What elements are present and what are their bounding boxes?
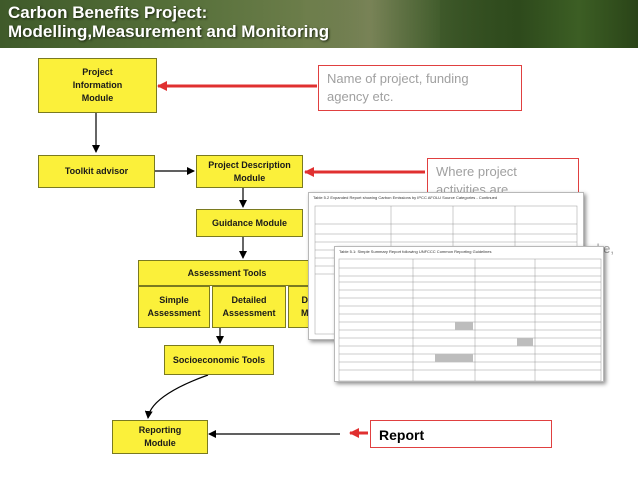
banner-title-line1: Carbon Benefits Project: xyxy=(8,3,208,22)
detailed-assessment-box[interactable]: Detailed Assessment xyxy=(212,286,286,328)
banner-title: Carbon Benefits Project: Modelling,Measu… xyxy=(8,3,329,41)
guidance-module-box[interactable]: Guidance Module xyxy=(196,209,303,237)
callout-report-text: Report xyxy=(379,427,425,443)
detailed-assessment-label: Detailed Assessment xyxy=(222,295,276,318)
callout-project-name-text: Name of project, funding agency etc. xyxy=(327,71,469,104)
simple-assessment-box[interactable]: Simple Assessment xyxy=(138,286,210,328)
reporting-module-box[interactable]: Reporting Module xyxy=(112,420,208,454)
assessment-tools-label: Assessment Tools xyxy=(187,267,267,278)
banner-photo-field xyxy=(300,0,440,48)
socioeconomic-tools-label: Socioeconomic Tools xyxy=(172,354,266,365)
callout-report: Report xyxy=(370,420,552,448)
socioeconomic-tools-box[interactable]: Socioeconomic Tools xyxy=(164,345,274,375)
callout-project-name: Name of project, funding agency etc. xyxy=(318,65,522,111)
report-doc-summary-title: Table 5.1: Simple Summary Report followi… xyxy=(339,249,492,254)
reporting-module-label: Reporting Module xyxy=(138,425,182,448)
report-doc-summary-table xyxy=(338,258,602,381)
project-information-module-label: Project Information Module xyxy=(72,67,123,103)
banner-photo-trees xyxy=(440,0,638,48)
toolkit-advisor-label: Toolkit advisor xyxy=(64,166,129,176)
report-doc-expanded-title: Table 5.2 Expanded Report showing Carbon… xyxy=(313,195,498,200)
arrow-socio-to-reporting xyxy=(144,374,209,419)
simple-assessment-label: Simple Assessment xyxy=(147,295,201,318)
dynamic-assessment-label: D M xyxy=(301,295,309,318)
guidance-module-label: Guidance Module xyxy=(211,217,287,228)
project-information-module[interactable]: Project Information Module xyxy=(38,58,157,113)
header-banner: Carbon Benefits Project: Modelling,Measu… xyxy=(0,0,638,48)
report-doc-summary: Table 5.1: Simple Summary Report followi… xyxy=(334,246,604,382)
project-description-label: Project Description Module xyxy=(208,159,291,183)
assessment-tools-box[interactable]: Assessment Tools xyxy=(138,260,316,286)
toolkit-advisor-box[interactable]: Toolkit advisor xyxy=(38,155,155,188)
banner-title-line2: Modelling,Measurement and Monitoring xyxy=(8,22,330,41)
project-description-module[interactable]: Project Description Module xyxy=(196,155,303,188)
